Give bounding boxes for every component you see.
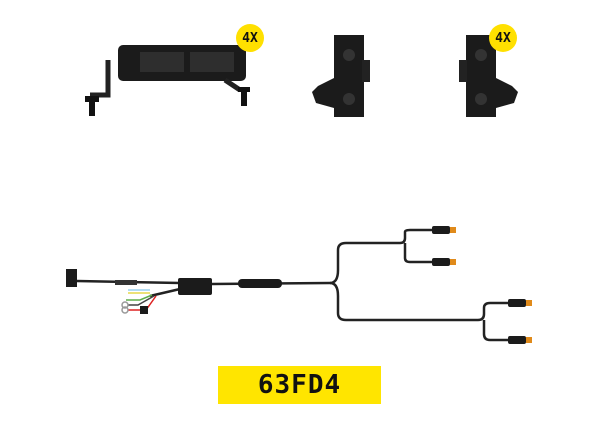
fuse-holder — [140, 306, 148, 314]
quantity-badge-lightbar: 4X — [236, 24, 264, 52]
ring-terminal — [121, 301, 129, 309]
light-bar — [85, 45, 250, 116]
control-module — [178, 278, 212, 295]
connectors — [432, 226, 532, 344]
mounting-bracket-right — [459, 35, 518, 117]
mounting-bracket-left — [312, 35, 370, 117]
wiring-harness — [66, 228, 508, 342]
product-code-label: 63FD4 — [218, 366, 381, 404]
quantity-badge-bracket: 4X — [489, 24, 517, 52]
ring-terminal — [121, 306, 129, 314]
